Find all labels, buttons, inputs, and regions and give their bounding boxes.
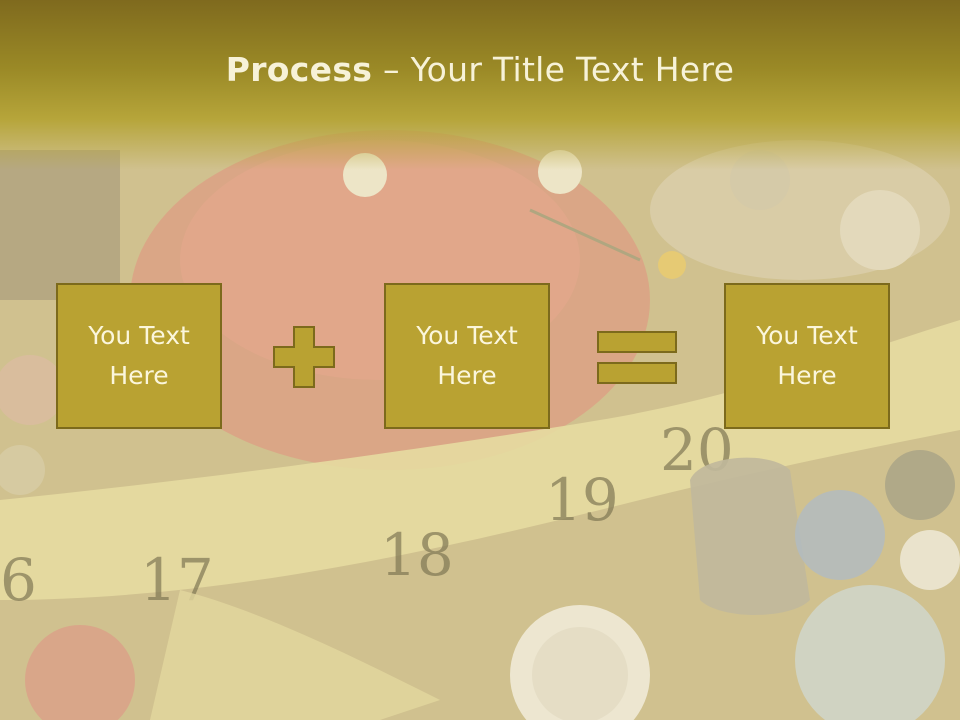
tape-measure: [0, 320, 960, 600]
slide-title: Process – Your Title Text Here: [0, 50, 960, 89]
svg-text:18: 18: [380, 521, 454, 589]
process-box-1[interactable]: You Text Here: [56, 283, 222, 429]
process-box-2[interactable]: You Text Here: [384, 283, 550, 429]
equals-icon: [597, 331, 677, 384]
svg-text:6: 6: [0, 546, 37, 614]
plus-icon: [273, 326, 335, 388]
process-box-1-text: You Text Here: [88, 321, 190, 390]
title-band: [0, 0, 960, 170]
svg-text:19: 19: [545, 466, 619, 534]
title-bold: Process: [225, 50, 373, 89]
process-box-3-text: You Text Here: [756, 321, 858, 390]
thimble: [690, 457, 810, 615]
process-box-3[interactable]: You Text Here: [724, 283, 890, 429]
process-box-2-text: You Text Here: [416, 321, 518, 390]
title-rest: – Your Title Text Here: [372, 50, 735, 89]
